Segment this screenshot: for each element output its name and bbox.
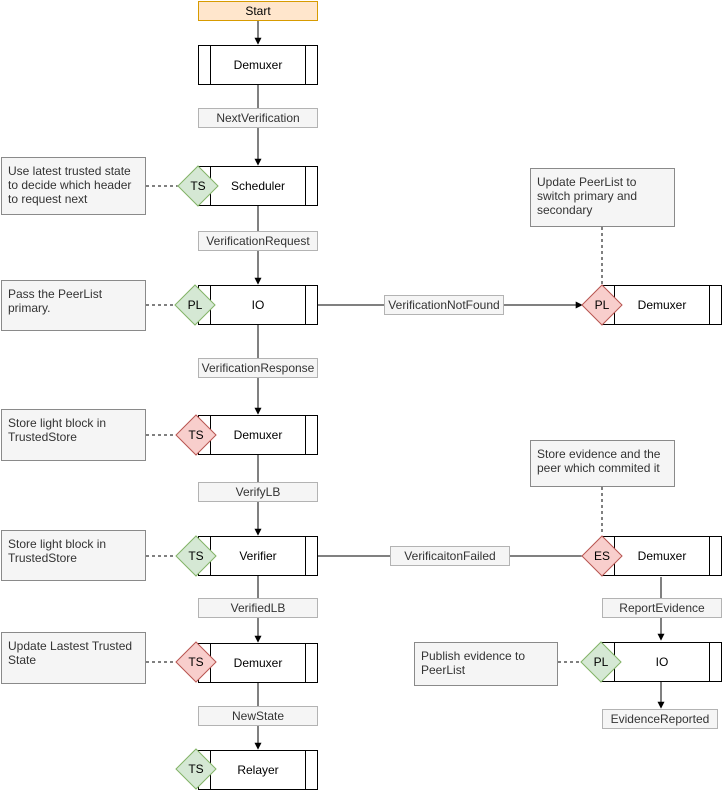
edge-label-verification-response: VerificationResponse [198, 358, 318, 378]
note-scheduler: Use latest trusted state to decide which… [1, 157, 146, 215]
edge-label-verification-not-found: VerificationNotFound [384, 295, 504, 315]
edge-label-verification-request: VerificationRequest [198, 231, 318, 251]
edge-label-next-verification: NextVerification [198, 108, 318, 128]
badge-es-demuxer-right-2: ES [581, 535, 623, 577]
badge-ts-scheduler: TS [177, 165, 219, 207]
edge-label-verified-lb: VerifiedLB [198, 598, 318, 618]
demuxer-right-node: Demuxer [602, 285, 722, 325]
io-right-node: IO [602, 642, 722, 682]
note-demuxer-right-2: Store evidence and the peer which commit… [530, 440, 675, 487]
edge-label-report-evidence: ReportEvidence [602, 598, 722, 618]
badge-ts-demuxer-2: TS [175, 414, 217, 456]
io-node: IO [198, 285, 318, 325]
note-io-right: Publish evidence to PeerList [414, 642, 558, 686]
start-node: Start [198, 1, 318, 21]
badge-ts-relayer: TS [175, 748, 217, 790]
badge-pl-io: PL [174, 284, 216, 326]
edge-label-new-state: NewState [198, 706, 318, 726]
badge-ts-verifier: TS [175, 535, 217, 577]
badge-pl-io-right: PL [580, 641, 622, 683]
badge-pl-demuxer-right: PL [581, 284, 623, 326]
verifier-node: Verifier [198, 536, 318, 576]
badge-ts-demuxer-3: TS [175, 641, 217, 683]
demuxer-node: Demuxer [198, 45, 318, 85]
demuxer-node-3: Demuxer [198, 643, 318, 683]
note-demuxer-2: Store light block in TrustedStore [1, 409, 146, 461]
note-demuxer-right-1: Update PeerList to switch primary and se… [530, 168, 675, 227]
note-demuxer-3: Update Lastest Trusted State [1, 632, 146, 684]
edge-label-verify-lb: VerifyLB [198, 482, 318, 502]
note-io: Pass the PeerList primary. [1, 280, 146, 331]
edge-label-evidence-reported: EvidenceReported [602, 709, 718, 729]
note-verifier: Store light block in TrustedStore [1, 530, 146, 581]
relayer-node: Relayer [198, 750, 318, 790]
edge-label-verification-failed: VerificaitonFailed [390, 546, 510, 566]
